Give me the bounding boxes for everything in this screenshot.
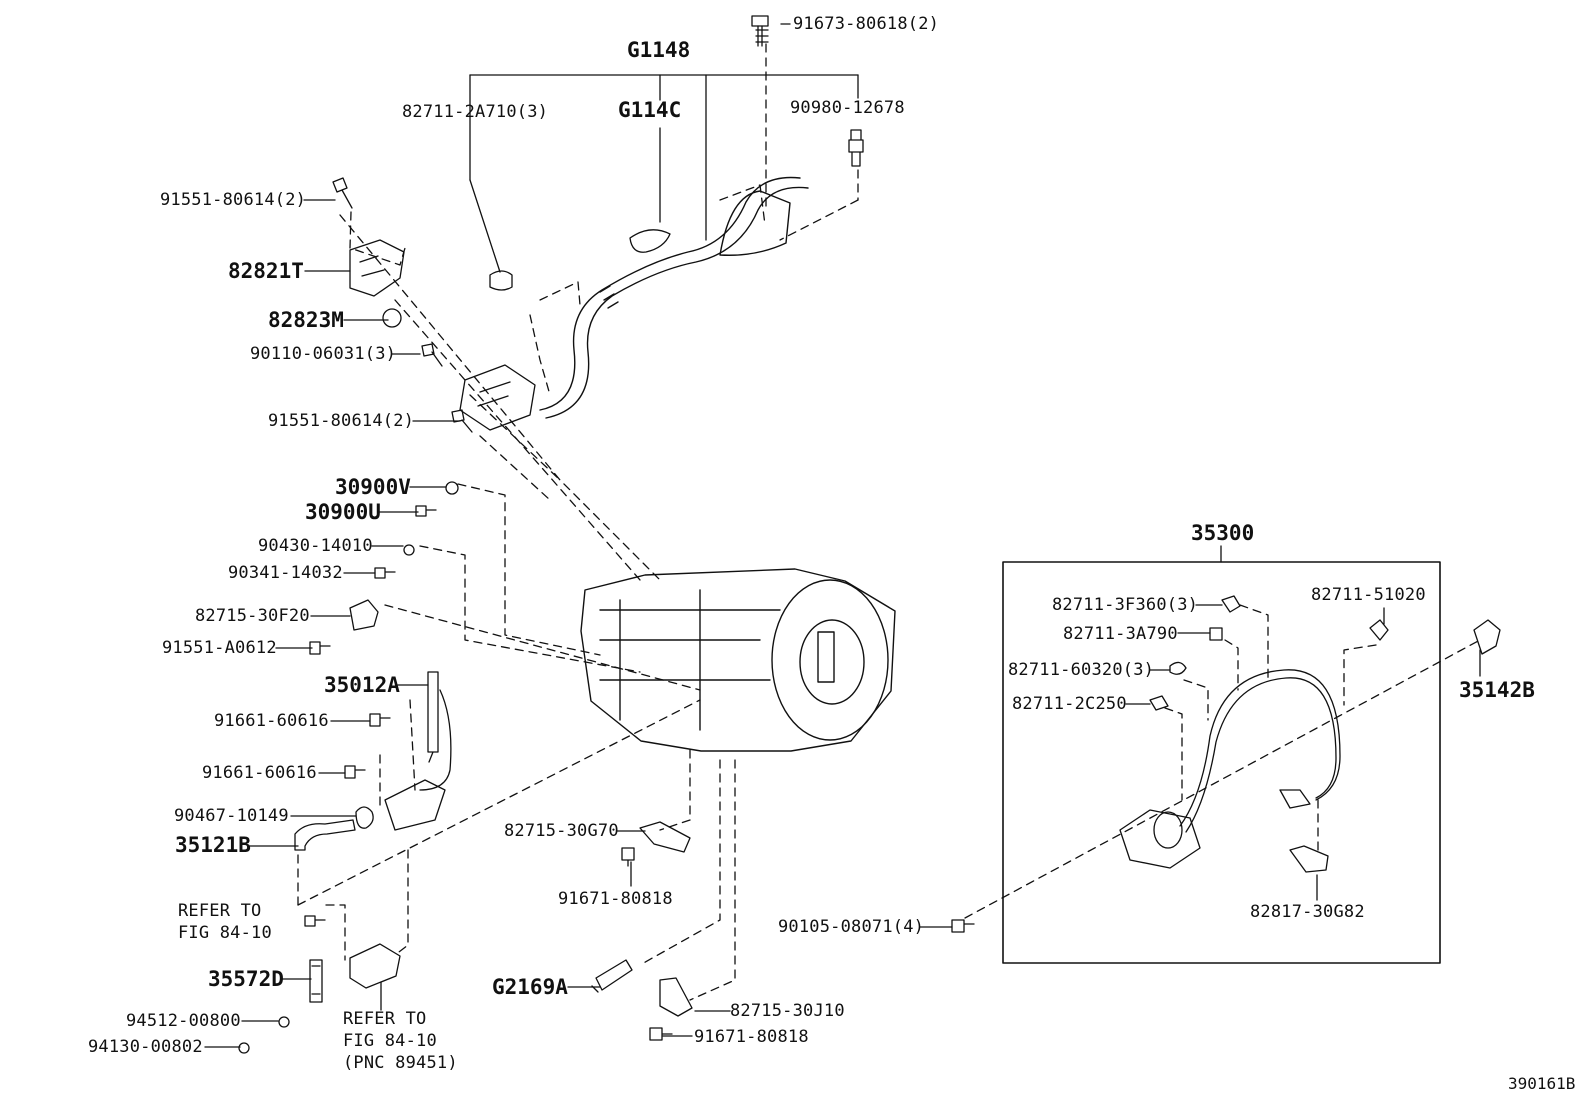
bolt-refer-shape[interactable] [304, 915, 326, 927]
transmission-shape[interactable] [580, 568, 896, 752]
clip-82711-2a710-shape[interactable] [489, 270, 513, 291]
label-35300[interactable]: 35300 [1191, 521, 1255, 545]
label-82711-2a710[interactable]: 82711-2A710(3) [402, 102, 549, 122]
bolt-91671-80818-a-shape[interactable] [621, 847, 635, 867]
label-90105-08071[interactable]: 90105-08071(4) [778, 917, 925, 937]
pipe-g2169a-shape[interactable] [591, 959, 633, 993]
label-35012a[interactable]: 35012A [324, 673, 400, 697]
bolt-91551-80614-mid-shape[interactable] [451, 409, 473, 433]
connector-82817-30g82-shape[interactable] [1289, 845, 1329, 873]
sensor-35012a-shape[interactable] [419, 671, 452, 791]
label-91661-60616-b[interactable]: 91661-60616 [202, 763, 317, 783]
connector-90980-12678-shape[interactable] [848, 129, 864, 167]
label-91551-a0612[interactable]: 91551-A0612 [162, 638, 277, 658]
bolt-91671-80818-b-shape[interactable] [649, 1027, 673, 1041]
sensor-35142b-shape[interactable] [1473, 619, 1501, 655]
clip-82711-2c250-shape[interactable] [1149, 695, 1169, 711]
label-91661-60616-a[interactable]: 91661-60616 [214, 711, 329, 731]
label-35142b[interactable]: 35142B [1459, 678, 1535, 702]
label-82711-3f360[interactable]: 82711-3F360(3) [1052, 595, 1199, 615]
label-30900v[interactable]: 30900V [335, 475, 411, 499]
label-82711-51020[interactable]: 82711-51020 [1311, 585, 1426, 605]
label-90980-12678[interactable]: 90980-12678 [790, 98, 905, 118]
label-94512-00800[interactable]: 94512-00800 [126, 1011, 241, 1031]
connector-end-shape[interactable] [1279, 789, 1311, 809]
hose-35121b-shape[interactable] [294, 819, 356, 851]
washer-90430-14010-shape[interactable] [403, 544, 415, 556]
clamp-g114c-shape[interactable] [629, 229, 671, 253]
bolt-90105-08071-shape[interactable] [951, 919, 975, 933]
label-90467-10149[interactable]: 90467-10149 [174, 806, 289, 826]
label-g114c: G114C [618, 98, 682, 122]
label-30900u[interactable]: 30900U [305, 500, 381, 524]
bracket-82715-30f20-shape[interactable] [349, 599, 379, 631]
dashed-lines [297, 43, 1481, 1001]
label-refer-bottom[interactable]: REFER TO FIG 84-10 (PNC 89451) [343, 1009, 458, 1073]
drawing-number: 390161B [1508, 1074, 1576, 1093]
label-35572d[interactable]: 35572D [208, 967, 284, 991]
bracket-82715-30j10-shape[interactable] [659, 977, 693, 1017]
clip-82711-60320-shape[interactable] [1169, 661, 1187, 675]
label-g2169a[interactable]: G2169A [492, 975, 568, 999]
label-91551-80614-mid[interactable]: 91551-80614(2) [268, 411, 415, 431]
bolt-91551-80614-top-shape[interactable] [332, 177, 353, 209]
label-90110-06031[interactable]: 90110-06031(3) [250, 344, 397, 364]
label-82711-2c250[interactable]: 82711-2C250 [1012, 694, 1127, 714]
g1148-bracket [469, 74, 859, 273]
leader-lines [204, 23, 1481, 1048]
label-82715-30j10[interactable]: 82715-30J10 [730, 1001, 845, 1021]
label-82711-60320[interactable]: 82711-60320(3) [1008, 660, 1155, 680]
harness-g1148-shape[interactable] [539, 176, 809, 419]
label-82715-30f20[interactable]: 82715-30F20 [195, 606, 310, 626]
screw-90110-06031-shape[interactable] [421, 343, 443, 367]
label-90430-14010[interactable]: 90430-14010 [258, 536, 373, 556]
bracket-35572d-shape[interactable] [309, 959, 323, 1003]
bracket-sensor-shape[interactable] [384, 779, 446, 831]
washer-30900v-shape[interactable] [445, 481, 459, 495]
label-91671-80818-a[interactable]: 91671-80818 [558, 889, 673, 909]
label-82821t[interactable]: 82821T [228, 259, 304, 283]
label-91551-80614-top[interactable]: 91551-80614(2) [160, 190, 307, 210]
clip-82711-3a790-shape[interactable] [1209, 627, 1223, 641]
cap-82823m-shape[interactable] [382, 308, 402, 328]
switch-assembly-shape[interactable] [349, 943, 401, 989]
assembly-35300-box [1002, 561, 1441, 964]
label-94130-00802[interactable]: 94130-00802 [88, 1037, 203, 1057]
clip-82711-51020-shape[interactable] [1369, 619, 1389, 641]
clip-90467-10149-shape[interactable] [355, 806, 374, 829]
label-35121b[interactable]: 35121B [175, 833, 251, 857]
actuator-35300-shape[interactable] [1119, 669, 1341, 869]
bolt-91661-60616-a-shape[interactable] [369, 713, 391, 727]
bolt-91661-60616-b-shape[interactable] [344, 765, 366, 779]
label-82817-30g82[interactable]: 82817-30G82 [1250, 902, 1365, 922]
connector-block-shape[interactable] [459, 364, 536, 431]
bracket-82821t-shape[interactable] [349, 239, 405, 297]
label-g1148: G1148 [627, 38, 691, 62]
bolt-90341-14032-shape[interactable] [374, 567, 396, 579]
bolt-91551-a0612-shape[interactable] [309, 641, 331, 655]
bracket-82715-30g70-shape[interactable] [639, 821, 691, 853]
label-91671-80818-b[interactable]: 91671-80818 [694, 1027, 809, 1047]
label-82715-30g70[interactable]: 82715-30G70 [504, 821, 619, 841]
label-82823m[interactable]: 82823M [268, 308, 344, 332]
label-82711-3a790[interactable]: 82711-3A790 [1063, 624, 1178, 644]
bolt-30900u-shape[interactable] [415, 505, 437, 517]
clip-82711-3f360-shape[interactable] [1221, 595, 1241, 613]
nut-94130-00802-shape[interactable] [238, 1042, 250, 1054]
bolt-91673-80618-shape[interactable] [751, 15, 769, 47]
label-90341-14032[interactable]: 90341-14032 [228, 563, 343, 583]
label-refer-left[interactable]: REFER TO FIG 84-10 [178, 901, 272, 943]
label-91673-80618[interactable]: 91673-80618(2) [793, 14, 940, 34]
washer-94512-00800-shape[interactable] [278, 1016, 290, 1028]
